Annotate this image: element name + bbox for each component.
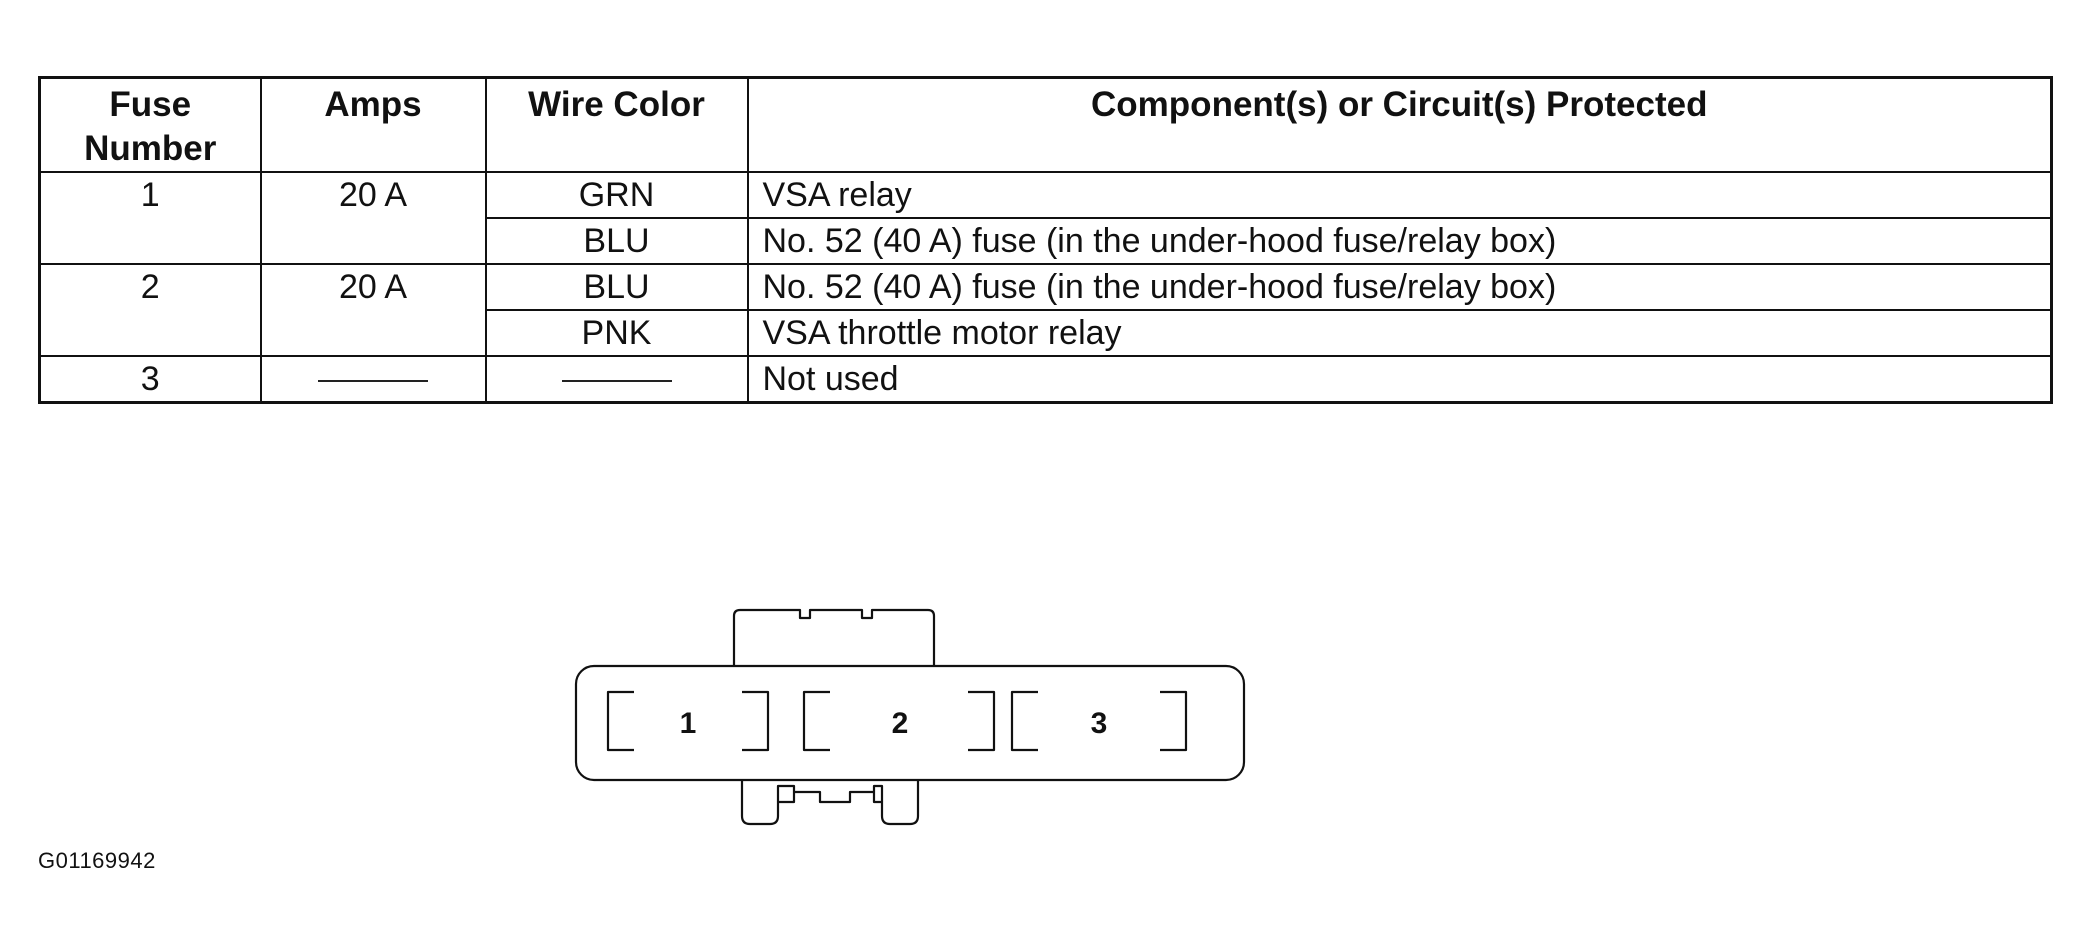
table-header-row: Fuse Number Amps Wire Color Component(s)…: [38, 77, 2053, 173]
header-component: Component(s) or Circuit(s) Protected: [746, 77, 2053, 173]
table-row: BLU No. 52 (40 A) fuse (in the under-hoo…: [40, 218, 2053, 265]
wire-color-cell: BLU: [484, 218, 749, 265]
header-fuse-number: Fuse Number: [38, 77, 262, 173]
slot-3-label: 3: [1091, 707, 1108, 740]
fuse-number-cell: 3: [38, 356, 262, 403]
connector-body: [574, 664, 1246, 782]
wire-color-cell: PNK: [484, 310, 749, 357]
fuse-table: Fuse Number Amps Wire Color Component(s)…: [38, 76, 2053, 404]
amps-cell: [259, 356, 487, 403]
figure-id: G01169942: [38, 848, 156, 873]
component-cell: No. 52 (40 A) fuse (in the under-hood fu…: [746, 264, 2053, 311]
fuse-number-cell: 1: [38, 172, 262, 265]
table-row: 2 20 A BLU No. 52 (40 A) fuse (in the un…: [38, 264, 2053, 357]
not-applicable-dash: [318, 380, 428, 383]
slot-2-left-bracket: [802, 690, 830, 752]
table-row: 3 Not used: [38, 356, 2053, 403]
header-fuse-number-line2: Number: [84, 129, 217, 168]
table-row: PNK VSA throttle motor relay: [40, 310, 2053, 357]
table-row: 1 20 A GRN VSA relay: [38, 172, 2053, 265]
fuse-connector-diagram: 1 2 3: [572, 606, 1260, 828]
amps-cell: 20 A: [259, 172, 487, 265]
wire-color-cell: [484, 356, 749, 403]
header-amps: Amps: [259, 77, 487, 173]
header-wire-color: Wire Color: [484, 77, 749, 173]
not-applicable-dash: [561, 380, 672, 383]
wire-color-cell: GRN: [484, 172, 749, 219]
slot-1-left-bracket: [606, 690, 634, 752]
slot-1-label: 1: [680, 707, 697, 740]
slot-3-right-bracket: [1160, 690, 1188, 752]
amps-cell: 20 A: [259, 264, 487, 357]
connector-bottom-tabs: [740, 780, 920, 826]
wire-color-cell: BLU: [484, 264, 749, 311]
component-cell: VSA throttle motor relay: [746, 310, 2053, 357]
fuse-number-cell: 2: [38, 264, 262, 357]
slot-2-label: 2: [892, 707, 909, 740]
slot-2-right-bracket: [968, 690, 996, 752]
component-cell: Not used: [746, 356, 2053, 403]
slot-1-right-bracket: [742, 690, 770, 752]
slot-3-left-bracket: [1010, 690, 1038, 752]
connector-top-latch: [732, 608, 936, 666]
component-cell: No. 52 (40 A) fuse (in the under-hood fu…: [746, 218, 2053, 265]
component-cell: VSA relay: [746, 172, 2053, 219]
header-fuse-number-line1: Fuse: [109, 85, 192, 124]
